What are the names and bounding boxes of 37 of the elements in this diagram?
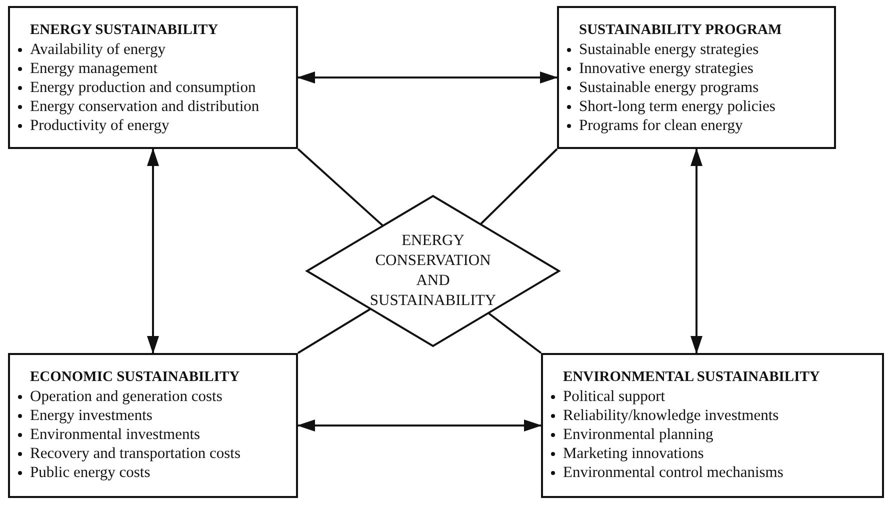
connector-line (297, 148, 384, 226)
box-heading: ENERGY SUSTAINABILITY (29, 21, 220, 40)
category-box (557, 6, 836, 149)
bullet-item: Availability of energy (16, 40, 292, 59)
double-arrow (297, 420, 542, 432)
connector-line (297, 308, 370, 354)
box-heading: ECONOMIC SUSTAINABILITY (29, 368, 241, 387)
bullet-item: Environmental investments (16, 425, 292, 444)
category-box (541, 353, 884, 498)
bullet-item: Energy investments (16, 406, 292, 425)
double-arrow (147, 148, 159, 354)
bullet-item: Reliability/knowledge investments (549, 406, 878, 425)
bullet-item: Environmental control mechanisms (549, 463, 878, 482)
box-heading: ENVIRONMENTAL SUSTAINABILITY (562, 368, 821, 387)
bullet-item: Short-long term energy policies (565, 97, 830, 116)
bullet-item: Programs for clean energy (565, 116, 830, 135)
connector-line (480, 148, 558, 224)
bullet-item: Operation and generation costs (16, 387, 292, 406)
bullet-item: Political support (549, 387, 878, 406)
bullet-item: Marketing innovations (549, 444, 878, 463)
bullet-item: Sustainable energy programs (565, 78, 830, 97)
bullet-item: Innovative energy strategies (565, 59, 830, 78)
double-arrow (690, 148, 702, 354)
bullet-item: Public energy costs (16, 463, 292, 482)
bullet-item: Energy management (16, 59, 292, 78)
connector-line (488, 312, 542, 354)
category-box (8, 353, 298, 498)
bullet-item: Environmental planning (549, 425, 878, 444)
bullet-item: Productivity of energy (16, 116, 292, 135)
category-box (8, 6, 298, 149)
diamond-label: ENERGY CONSERVATION AND SUSTAINABILITY (368, 231, 498, 311)
bullet-item: Energy production and consumption (16, 78, 292, 97)
bullet-item: Recovery and transportation costs (16, 444, 292, 463)
bullet-item: Sustainable energy strategies (565, 40, 830, 59)
double-arrow (297, 72, 558, 84)
box-heading: SUSTAINABILITY PROGRAM (578, 21, 783, 40)
bullet-item: Energy conservation and distribution (16, 97, 292, 116)
